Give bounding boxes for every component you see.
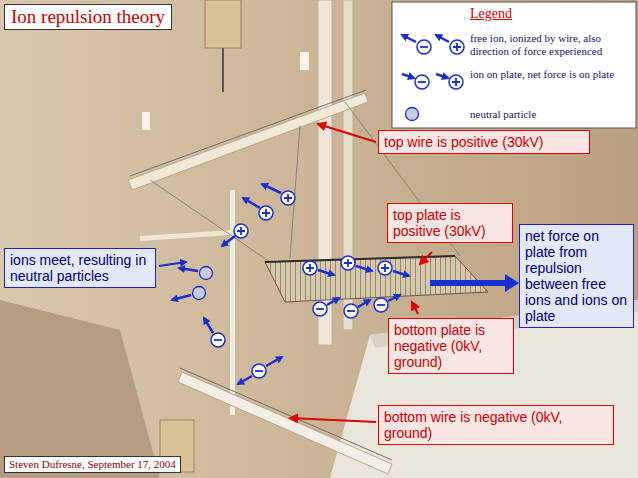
callout-text: bottom wire is negative (0kV, ground): [384, 409, 608, 441]
bed: [0, 300, 160, 478]
force-arrow: [402, 35, 416, 42]
caption-text: Steven Dufresne, September 17, 2004: [9, 458, 176, 471]
negative-ion: [211, 333, 225, 347]
title-box: Ion repulsion theory: [4, 4, 172, 30]
top-hub: [205, 0, 241, 48]
force-arrow: [204, 318, 213, 333]
callout-box: top wire is positive (30kV): [378, 130, 590, 154]
callout-text: top wire is positive (30kV): [384, 134, 584, 150]
force-arrow: [393, 271, 409, 276]
force-arrow: [356, 266, 372, 271]
title-text: Ion repulsion theory: [11, 6, 165, 28]
force-arrow: [327, 298, 339, 305]
positive-ion: [341, 256, 355, 270]
positive-ion: [450, 40, 464, 54]
callout-box: net force on plate from repulsion betwee…: [519, 224, 634, 328]
caption-box: Steven Dufresne, September 17, 2004: [4, 456, 181, 473]
negative-ion: [415, 75, 429, 89]
plate-ions: [303, 256, 409, 318]
callout-box: ions meet, resulting in neutral particle…: [4, 248, 156, 288]
free-negative-ions: [204, 318, 282, 384]
force-arrow: [318, 270, 334, 275]
force-arrow: [266, 357, 282, 366]
flag: [300, 52, 309, 70]
net-force-arrow: [430, 280, 514, 286]
negative-ion: [417, 40, 431, 54]
force-arrow: [238, 376, 252, 384]
frame-bar: [140, 230, 232, 241]
force-arrow: [358, 300, 370, 307]
positive-ion: [378, 261, 392, 275]
force-arrow: [436, 35, 449, 42]
neutral-particle: [406, 108, 419, 121]
negative-ion: [374, 298, 388, 312]
force-arrow: [172, 295, 191, 300]
net-force-arrowhead: [505, 274, 519, 292]
legend-plate-ion: [402, 74, 463, 89]
force-arrow: [179, 268, 198, 271]
positive-ion: [281, 191, 295, 205]
force-arrow: [243, 198, 260, 208]
top-arm: [128, 93, 368, 190]
legend-panel: [392, 2, 636, 128]
callout-text: net force on plate from repulsion betwee…: [525, 228, 628, 324]
callout-box: bottom plate is negative (0kV, ground): [388, 318, 514, 374]
neutral-particle: [200, 267, 213, 280]
positive-ion: [259, 206, 273, 220]
callout-text: ions meet, resulting in neutral particle…: [10, 252, 150, 284]
positive-ion: [303, 261, 317, 275]
flag: [142, 112, 150, 130]
callout-box: bottom wire is negative (0kV, ground): [378, 405, 614, 445]
free-positive-ions: [222, 184, 295, 246]
hub-wire: [222, 48, 224, 92]
rod: [230, 190, 235, 415]
force-arrow: [402, 74, 414, 78]
legend-heading: Legend: [470, 6, 512, 22]
suspension: [150, 180, 270, 262]
legend-free-ion: [402, 35, 464, 54]
neutral-particles: [172, 267, 213, 301]
negative-ion: [313, 302, 327, 316]
leader-arrow: [290, 418, 376, 422]
bottom-wire: [180, 368, 392, 460]
leader-arrow: [412, 302, 418, 314]
legend-text: neutral particle: [470, 108, 632, 121]
force-arrow: [388, 295, 400, 301]
legend-text: free ion, ionized by wire, also directio…: [470, 32, 632, 58]
legend-text: ion on plate, net force is on plate: [470, 68, 632, 81]
force-arrow: [222, 236, 235, 246]
positive-ion: [234, 224, 248, 238]
leader-arrow: [420, 252, 432, 264]
top-wire: [130, 90, 366, 176]
leader-arrow: [159, 262, 186, 266]
negative-ion: [344, 304, 358, 318]
neutral-particle: [193, 287, 206, 300]
negative-ion: [252, 364, 266, 378]
callout-box: top plate is positive (30kV): [387, 203, 513, 243]
bottom-arm: [178, 372, 392, 474]
leader-arrow: [318, 124, 376, 142]
callout-text: top plate is positive (30kV): [393, 207, 507, 239]
force-arrow: [436, 74, 448, 78]
callout-text: bottom plate is negative (0kV, ground): [394, 322, 508, 370]
plate: [265, 256, 488, 302]
force-arrow: [262, 184, 281, 193]
positive-ion: [449, 75, 463, 89]
